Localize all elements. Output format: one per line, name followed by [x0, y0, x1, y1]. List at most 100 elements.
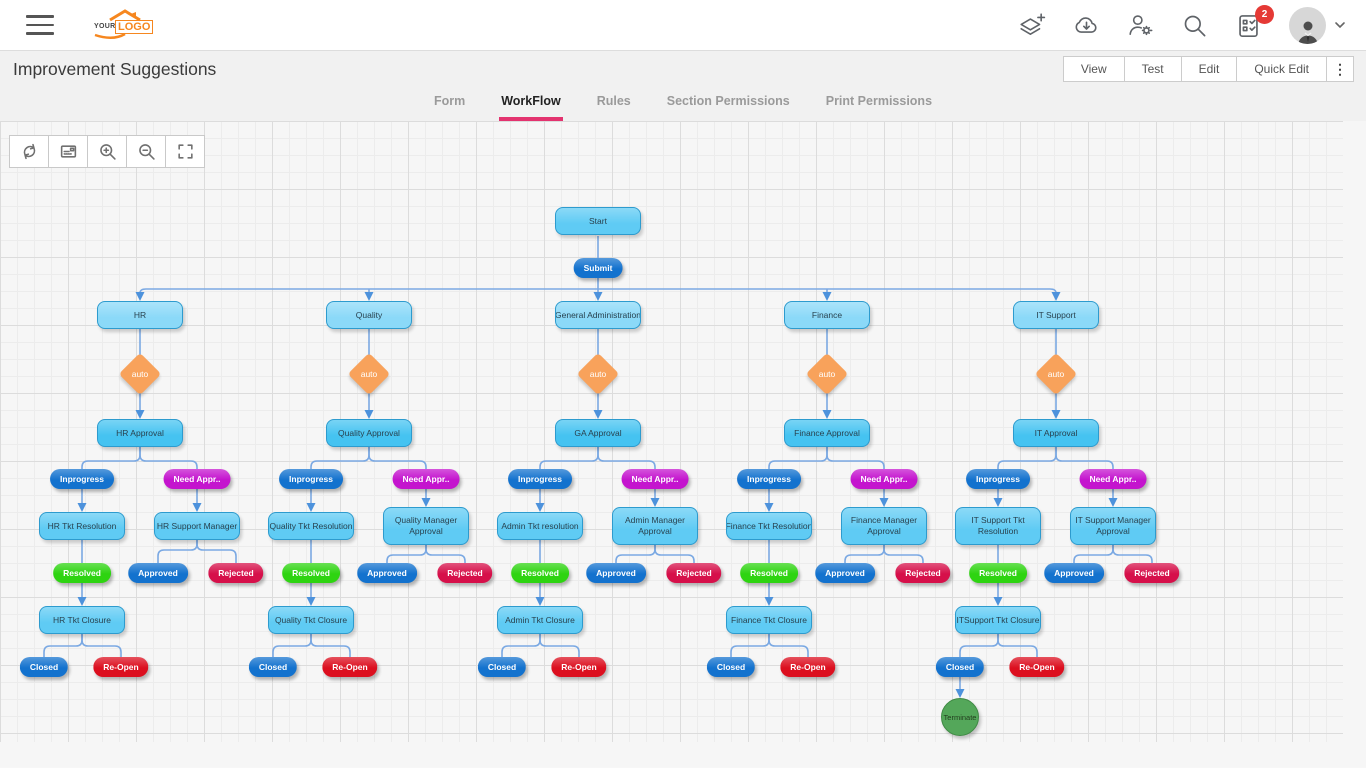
zoom-in-button[interactable]: [87, 135, 127, 168]
node-it-approval[interactable]: IT Approval: [1013, 419, 1099, 447]
transition-closed[interactable]: Closed: [935, 657, 985, 677]
node-hr-support-manager[interactable]: HR Support Manager: [154, 512, 240, 540]
transition-rejected[interactable]: Rejected: [208, 563, 264, 583]
node-finance-tkt-closure[interactable]: Finance Tkt Closure: [726, 606, 812, 634]
transition-closed[interactable]: Closed: [477, 657, 527, 677]
transition-need-approval[interactable]: Need Appr..: [392, 469, 460, 489]
user-menu[interactable]: [1289, 6, 1346, 44]
auto-condition-label: auto: [131, 369, 149, 379]
transition-need-approval[interactable]: Need Appr..: [1079, 469, 1147, 489]
app-header: YOUR LOGO: [0, 0, 1366, 51]
transition-resolved[interactable]: Resolved: [53, 563, 111, 583]
auto-condition-label: auto: [818, 369, 836, 379]
transition-resolved[interactable]: Resolved: [969, 563, 1027, 583]
test-button[interactable]: Test: [1123, 56, 1182, 82]
transition-approved[interactable]: Approved: [128, 563, 188, 583]
node-general-administration[interactable]: General Administration: [555, 301, 641, 329]
logo[interactable]: YOUR LOGO: [92, 8, 154, 42]
auto-condition-label: auto: [589, 369, 607, 379]
transition-approved[interactable]: Approved: [586, 563, 646, 583]
tab-rules[interactable]: Rules: [596, 94, 631, 108]
node-terminate[interactable]: Terminate: [941, 698, 979, 736]
transition-need-approval[interactable]: Need Appr..: [850, 469, 918, 489]
more-options-button[interactable]: ⋮: [1326, 56, 1354, 82]
node-hr-tkt-resolution[interactable]: HR Tkt Resolution: [39, 512, 125, 540]
node-finance-approval[interactable]: Finance Approval: [784, 419, 870, 447]
tab-section-permissions[interactable]: Section Permissions: [666, 94, 790, 108]
transition-rejected[interactable]: Rejected: [895, 563, 951, 583]
overview-button[interactable]: [48, 135, 88, 168]
auto-condition-label: auto: [1047, 369, 1065, 379]
node-itsupport-tkt-closure[interactable]: ITSupport Tkt Closure: [955, 606, 1041, 634]
page-header: Improvement Suggestions View Test Edit Q…: [0, 51, 1366, 121]
transition-inprogress[interactable]: Inprogress: [737, 469, 801, 489]
notification-badge: 2: [1255, 4, 1274, 24]
transition-inprogress[interactable]: Inprogress: [279, 469, 343, 489]
transition-submit[interactable]: Submit: [573, 258, 623, 278]
transition-need-approval[interactable]: Need Appr..: [621, 469, 689, 489]
zoom-out-button[interactable]: [126, 135, 166, 168]
node-quality-approval[interactable]: Quality Approval: [326, 419, 412, 447]
transition-reopen[interactable]: Re-Open: [1009, 657, 1065, 677]
transition-rejected[interactable]: Rejected: [1124, 563, 1180, 583]
transition-inprogress[interactable]: Inprogress: [50, 469, 114, 489]
node-admin-tkt-closure[interactable]: Admin Tkt Closure: [497, 606, 583, 634]
transition-resolved[interactable]: Resolved: [511, 563, 569, 583]
quick-edit-button[interactable]: Quick Edit: [1236, 56, 1327, 82]
node-ga-approval[interactable]: GA Approval: [555, 419, 641, 447]
user-settings-icon[interactable]: [1127, 12, 1154, 38]
tab-form[interactable]: Form: [433, 94, 466, 108]
node-quality-tkt-resolution[interactable]: Quality Tkt Resolution: [268, 512, 354, 540]
transition-approved[interactable]: Approved: [815, 563, 875, 583]
cloud-download-icon[interactable]: [1073, 12, 1100, 38]
node-admin-tkt-resolution[interactable]: Admin Tkt resolution: [497, 512, 583, 540]
node-start[interactable]: Start: [555, 207, 641, 235]
view-button[interactable]: View: [1062, 56, 1125, 82]
node-it-support[interactable]: IT Support: [1013, 301, 1099, 329]
avatar[interactable]: [1289, 6, 1326, 44]
node-quality[interactable]: Quality: [326, 301, 412, 329]
refresh-button[interactable]: [9, 135, 49, 168]
edit-button[interactable]: Edit: [1180, 56, 1238, 82]
tab-print-permissions[interactable]: Print Permissions: [825, 94, 933, 108]
transition-inprogress[interactable]: Inprogress: [966, 469, 1030, 489]
transition-approved[interactable]: Approved: [1044, 563, 1104, 583]
transition-approved[interactable]: Approved: [357, 563, 417, 583]
transition-rejected[interactable]: Rejected: [437, 563, 493, 583]
tasks-icon[interactable]: 2: [1235, 4, 1274, 39]
logo-text-your: YOUR: [94, 23, 116, 30]
transition-rejected[interactable]: Rejected: [666, 563, 722, 583]
hamburger-menu-icon[interactable]: [26, 15, 54, 35]
node-quality-tkt-closure[interactable]: Quality Tkt Closure: [268, 606, 354, 634]
search-icon[interactable]: [1181, 12, 1208, 39]
node-hr[interactable]: HR: [97, 301, 183, 329]
transition-closed[interactable]: Closed: [248, 657, 298, 677]
transition-closed[interactable]: Closed: [706, 657, 756, 677]
transition-resolved[interactable]: Resolved: [282, 563, 340, 583]
node-hr-approval[interactable]: HR Approval: [97, 419, 183, 447]
workflow-edges: [43, 236, 1153, 698]
fit-screen-button[interactable]: [165, 135, 205, 168]
auto-condition-label: auto: [360, 369, 378, 379]
node-finance[interactable]: Finance: [784, 301, 870, 329]
transition-inprogress[interactable]: Inprogress: [508, 469, 572, 489]
transition-reopen[interactable]: Re-Open: [93, 657, 149, 677]
transition-reopen[interactable]: Re-Open: [780, 657, 836, 677]
transition-need-approval[interactable]: Need Appr..: [163, 469, 231, 489]
node-finance-tkt-resolution[interactable]: Finance Tkt Resolution: [726, 512, 812, 540]
transition-closed[interactable]: Closed: [19, 657, 69, 677]
action-button-group: View Test Edit Quick Edit ⋮: [1062, 56, 1354, 82]
layers-add-icon[interactable]: [1018, 12, 1046, 38]
transition-reopen[interactable]: Re-Open: [551, 657, 607, 677]
transition-resolved[interactable]: Resolved: [740, 563, 798, 583]
tab-workflow[interactable]: WorkFlow: [499, 88, 563, 121]
transition-reopen[interactable]: Re-Open: [322, 657, 378, 677]
node-hr-tkt-closure[interactable]: HR Tkt Closure: [39, 606, 125, 634]
